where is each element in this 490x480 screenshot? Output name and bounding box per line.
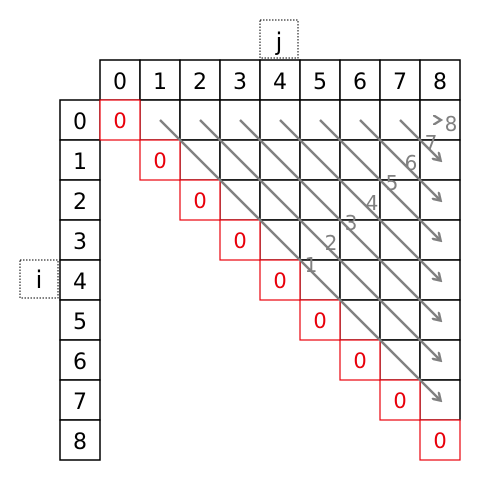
row-variable-label: i [36,266,43,294]
diagonal-cell-value: 0 [193,189,206,213]
diagonal-cell [139,139,181,181]
diagonal-order-label: 3 [345,211,358,235]
diagonal-cell-value: 0 [313,309,326,333]
row-header-label: 0 [73,110,87,135]
diagonal-arrow [399,119,440,160]
column-header-label: 3 [233,70,247,95]
diagonal-cell-value: 0 [113,109,126,133]
diagonal-arrows [159,119,440,400]
column-header-row: 0 1 2 3 4 5 6 7 8 [99,59,461,101]
column-header-cell [219,59,261,101]
diagonal-arrow [199,119,440,360]
diagonal-cell-value: 0 [233,229,246,253]
diagonal-order-label: 1 [305,253,318,277]
diagonal-cell-value: 0 [353,349,366,373]
row-header-label: 4 [73,270,87,295]
diagonal-order-label: 7 [425,131,438,155]
column-header-cell [299,59,341,101]
row-header-column: 0 1 2 3 4 5 6 7 8 [59,99,101,461]
diagonal-cell [299,299,341,341]
row-variable-box [19,259,59,299]
table-cell [419,99,461,141]
row-header-cell [59,379,101,421]
column-header-label: 7 [393,70,407,95]
column-header-label: 0 [113,70,127,95]
row-header-label: 2 [73,190,87,215]
row-header-label: 3 [73,230,87,255]
column-header-label: 6 [353,70,367,95]
column-header-label: 8 [433,70,447,95]
diagonal-arrow [159,119,440,400]
diagonal-order-label: 4 [366,191,379,215]
column-header-label: 2 [193,70,207,95]
column-header-label: 4 [273,70,287,95]
column-header-cell [179,59,221,101]
diagonal-order-label: 5 [386,171,399,195]
column-variable-box [259,19,299,59]
diagonal-cell-value: 0 [273,269,286,293]
diagonal-cell-value: 0 [393,389,406,413]
diagonal-arrow [359,119,440,200]
diagonal-arrow [239,119,440,320]
diagonal-cell [259,259,301,301]
row-header-label: 1 [73,150,87,175]
row-header-label: 5 [73,310,87,335]
row-header-label: 7 [73,390,87,415]
diagonal-arrow [279,119,440,280]
diagonal-cell [219,219,261,261]
diagonal-cell [339,339,381,381]
column-header-label: 5 [313,70,327,95]
diagonal-order-label: 8 [445,112,458,136]
row-header-label: 8 [73,430,87,455]
diagonal-order-label: 2 [325,231,338,255]
diagonal-cell [379,379,421,421]
diagonal-cell [99,99,141,141]
row-header-cell [59,419,101,461]
row-header-label: 6 [73,350,87,375]
row-header-cell [59,259,101,301]
diagonal-cell [179,179,221,221]
row-header-cell [59,299,101,341]
diagonal-cell-value: 0 [153,149,166,173]
column-variable-label: j [275,28,283,56]
diagonal-cell-value: 0 [433,429,446,453]
column-header-cell [339,59,381,101]
diagonal-order-label: 6 [405,151,418,175]
diagonal-cell [419,419,461,461]
column-header-label: 1 [153,70,167,95]
diagonal-arrow [319,119,440,240]
